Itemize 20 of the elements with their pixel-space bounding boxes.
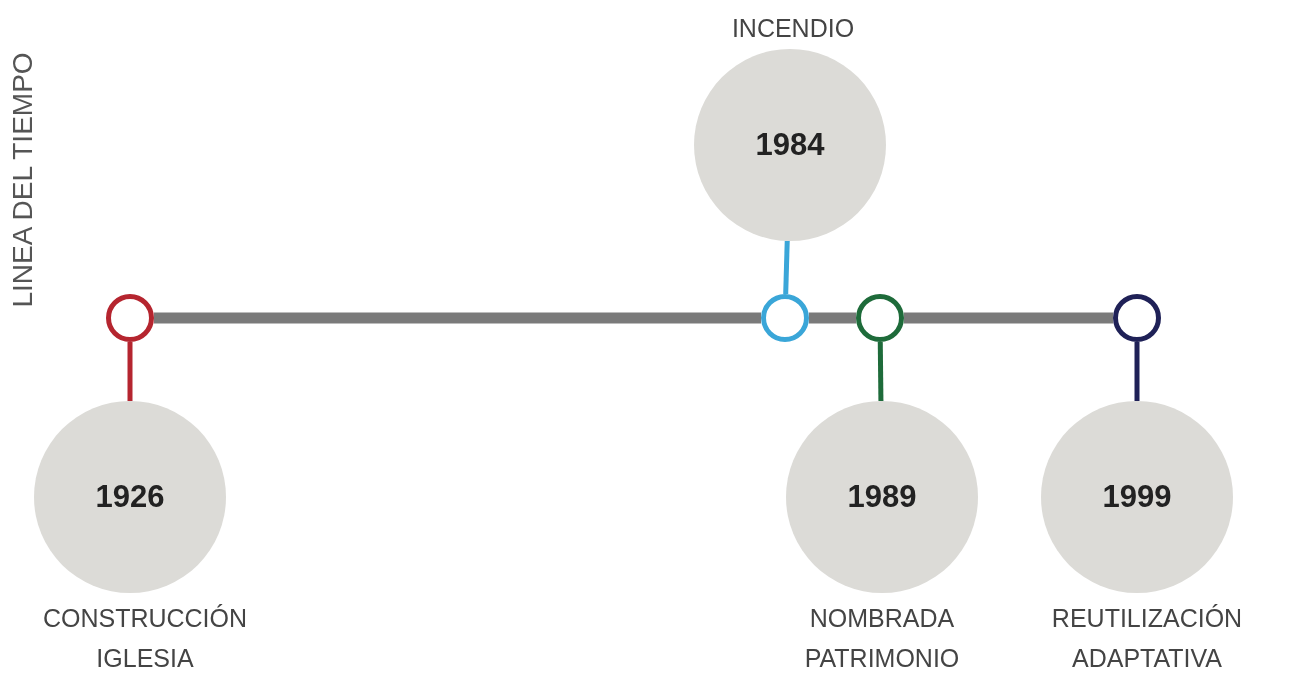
year-label: 1984 xyxy=(755,127,825,163)
timeline-bar xyxy=(809,312,856,324)
event-caption: INCENDIO xyxy=(730,13,856,44)
connector-line xyxy=(127,342,133,401)
event-caption: NOMBRADA PATRIMONIO xyxy=(803,603,961,674)
vertical-title: LINEA DEL TIEMPO xyxy=(6,52,39,308)
ring-marker xyxy=(856,294,904,342)
connector-line xyxy=(1134,342,1140,401)
year-label: 1999 xyxy=(1102,479,1172,515)
ring-marker xyxy=(761,294,809,342)
year-label: 1926 xyxy=(95,479,165,515)
timeline-bar xyxy=(154,312,761,324)
ring-marker xyxy=(106,294,154,342)
connector-line xyxy=(783,240,790,295)
event-caption: REUTILIZACIÓN ADAPTATIVA xyxy=(1050,603,1244,674)
connector-line xyxy=(877,341,884,402)
year-label: 1989 xyxy=(847,479,917,515)
ring-marker xyxy=(1113,294,1161,342)
timeline-bar xyxy=(904,312,1113,324)
event-caption: CONSTRUCCIÓN IGLESIA xyxy=(41,603,249,674)
